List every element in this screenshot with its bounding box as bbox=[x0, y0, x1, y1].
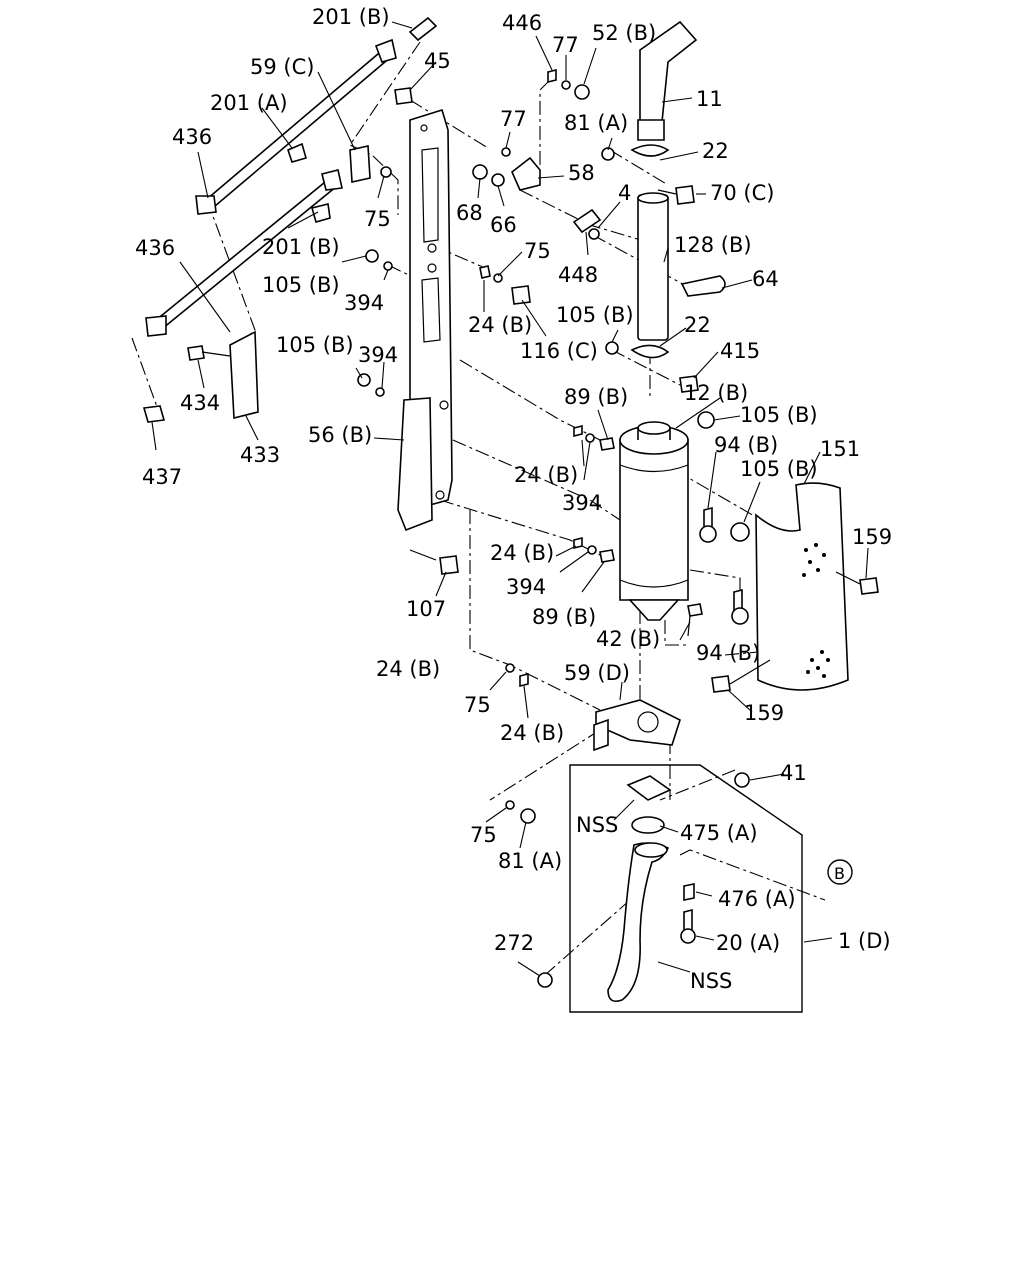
label-434: 434 bbox=[180, 391, 220, 415]
label-70c: 70 (C) bbox=[710, 181, 774, 205]
label-12b: 12 (B) bbox=[684, 381, 748, 405]
label-b-circle: B bbox=[834, 864, 845, 883]
label-105b-e: 105 (B) bbox=[740, 457, 818, 481]
shield-perforations bbox=[802, 543, 830, 678]
label-151: 151 bbox=[820, 437, 860, 461]
label-105b-c: 105 (B) bbox=[556, 303, 634, 327]
label-77-b: 77 bbox=[500, 107, 527, 131]
label-75-a: 75 bbox=[364, 207, 391, 231]
label-436-bottom: 436 bbox=[135, 236, 175, 260]
label-24b-a: 24 (B) bbox=[468, 313, 532, 337]
label-75-c: 75 bbox=[464, 693, 491, 717]
label-394-a: 394 bbox=[344, 291, 384, 315]
label-415: 415 bbox=[720, 339, 760, 363]
label-nss-bottom: NSS bbox=[690, 969, 732, 993]
label-94b-top: 94 (B) bbox=[714, 433, 778, 457]
label-446: 446 bbox=[502, 11, 542, 35]
label-128b: 128 (B) bbox=[674, 233, 752, 257]
label-20a: 20 (A) bbox=[716, 931, 780, 955]
label-201a: 201 (A) bbox=[210, 91, 288, 115]
label-1d: 1 (D) bbox=[838, 929, 891, 953]
label-4: 4 bbox=[618, 181, 631, 205]
label-448: 448 bbox=[558, 263, 598, 287]
label-22-top: 22 bbox=[702, 139, 729, 163]
label-394-d: 394 bbox=[506, 575, 546, 599]
label-105b-d: 105 (B) bbox=[740, 403, 818, 427]
reference-b-circle bbox=[827, 859, 853, 885]
label-59c: 59 (C) bbox=[250, 55, 314, 79]
label-24b-b: 24 (B) bbox=[514, 463, 578, 487]
label-81a-top: 81 (A) bbox=[564, 111, 628, 135]
label-64: 64 bbox=[752, 267, 779, 291]
label-24b-c: 24 (B) bbox=[490, 541, 554, 565]
label-52b: 52 (B) bbox=[592, 21, 656, 45]
label-201b-mid: 201 (B) bbox=[262, 235, 340, 259]
label-22-mid: 22 bbox=[684, 313, 711, 337]
parts-geometry bbox=[142, 16, 879, 1003]
label-77-a: 77 bbox=[552, 33, 579, 57]
label-436-top: 436 bbox=[172, 125, 212, 149]
label-107: 107 bbox=[406, 597, 446, 621]
label-105b-b: 105 (B) bbox=[276, 333, 354, 357]
label-272: 272 bbox=[494, 931, 534, 955]
label-476a: 476 (A) bbox=[718, 887, 796, 911]
label-159-bottom: 159 bbox=[744, 701, 784, 725]
label-nss-top: NSS bbox=[576, 813, 618, 837]
label-81a-bottom: 81 (A) bbox=[498, 849, 562, 873]
label-116c: 116 (C) bbox=[520, 339, 598, 363]
part-labels: 201 (B) 59 (C) 201 (A) 436 436 201 (B) 7… bbox=[135, 5, 892, 993]
label-89b-bottom: 89 (B) bbox=[532, 605, 596, 629]
label-66: 66 bbox=[490, 213, 517, 237]
label-75-d: 75 bbox=[470, 823, 497, 847]
label-59d: 59 (D) bbox=[564, 661, 630, 685]
label-94b-bottom: 94 (B) bbox=[696, 641, 760, 665]
label-56b: 56 (B) bbox=[308, 423, 372, 447]
label-433: 433 bbox=[240, 443, 280, 467]
label-24b-e: 24 (B) bbox=[500, 721, 564, 745]
label-11: 11 bbox=[696, 87, 723, 111]
label-394-c: 394 bbox=[562, 491, 602, 515]
label-68: 68 bbox=[456, 201, 483, 225]
label-394-b: 394 bbox=[358, 343, 398, 367]
label-45: 45 bbox=[424, 49, 451, 73]
label-42b: 42 (B) bbox=[596, 627, 660, 651]
assembly-box-1d bbox=[569, 764, 803, 1013]
label-41: 41 bbox=[780, 761, 807, 785]
leader-lines bbox=[151, 21, 869, 977]
label-75-b: 75 bbox=[524, 239, 551, 263]
label-58: 58 bbox=[568, 161, 595, 185]
label-89b-top: 89 (B) bbox=[564, 385, 628, 409]
label-105b-a: 105 (B) bbox=[262, 273, 340, 297]
label-201b-top: 201 (B) bbox=[312, 5, 390, 29]
label-24b-d: 24 (B) bbox=[376, 657, 440, 681]
label-475a: 475 (A) bbox=[680, 821, 758, 845]
label-159-top: 159 bbox=[852, 525, 892, 549]
label-437: 437 bbox=[142, 465, 182, 489]
